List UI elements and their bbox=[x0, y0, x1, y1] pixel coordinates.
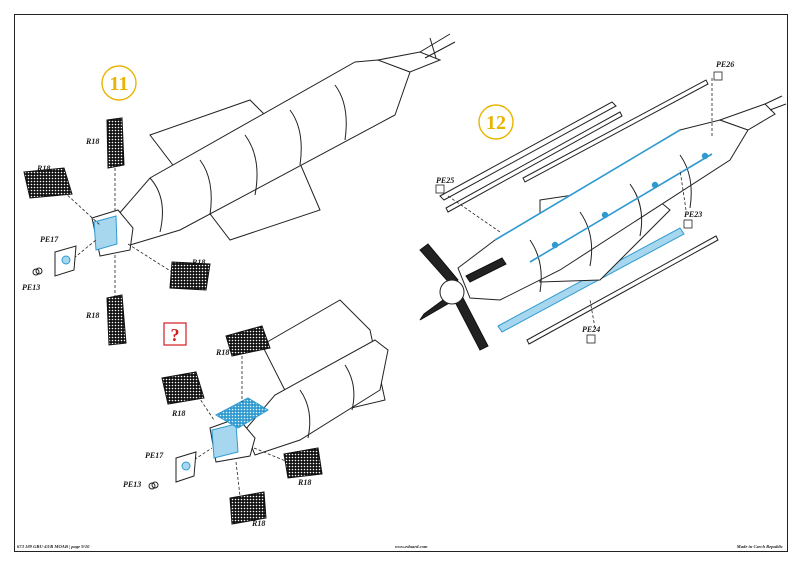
tail-fin-parts bbox=[419, 243, 507, 351]
label-pe13: PE13 bbox=[22, 283, 40, 292]
label-r18: R18 bbox=[297, 478, 311, 487]
label-r18: R18 bbox=[251, 519, 265, 528]
question-mark-badge: ? bbox=[171, 325, 180, 345]
label-r18: R18 bbox=[36, 164, 50, 173]
label-r18: R18 bbox=[85, 137, 99, 146]
r18-grille-part bbox=[161, 325, 323, 525]
label-r18: R18 bbox=[85, 311, 99, 320]
instruction-sheet-frame bbox=[14, 14, 788, 552]
blue-mesh-part bbox=[214, 397, 269, 429]
label-r18: R18 bbox=[215, 348, 229, 357]
tail-cover-part bbox=[93, 215, 118, 251]
footer: 673 189 GBU-43/B MOAB | page 9/10 www.ed… bbox=[15, 542, 787, 552]
pe13-spring-part bbox=[32, 267, 43, 276]
label-pe25: PE25 bbox=[436, 176, 454, 185]
label-pe26: PE26 bbox=[716, 60, 734, 69]
step-11-number: 11 bbox=[110, 73, 129, 95]
label-pe24: PE24 bbox=[582, 325, 600, 334]
label-pe23: PE23 bbox=[684, 210, 702, 219]
variant-group: ? R18 R18 PE17 PE13 R18 bbox=[123, 299, 389, 528]
label-r18: R18 bbox=[191, 258, 205, 267]
footer-kit-info: 673 189 GBU-43/B MOAB | page 9/10 bbox=[17, 544, 90, 549]
pe-part-marker-icon bbox=[435, 71, 723, 344]
label-r18: R18 bbox=[171, 409, 185, 418]
step-12-number: 12 bbox=[486, 112, 506, 134]
step-11-group: 11 bbox=[22, 33, 456, 346]
label-pe17: PE17 bbox=[145, 451, 164, 460]
footer-website: www.eduard.com bbox=[395, 544, 428, 549]
pe-rail-parts bbox=[439, 79, 719, 345]
r18-grille-part bbox=[23, 117, 211, 346]
label-pe17: PE17 bbox=[40, 235, 59, 244]
label-pe13: PE13 bbox=[123, 480, 141, 489]
bomb-body-upper bbox=[117, 33, 456, 246]
footer-origin: Made in Czech Republic bbox=[736, 544, 783, 549]
bomb-body-lower bbox=[244, 299, 389, 456]
step-12-group: 12 bbox=[419, 60, 787, 351]
